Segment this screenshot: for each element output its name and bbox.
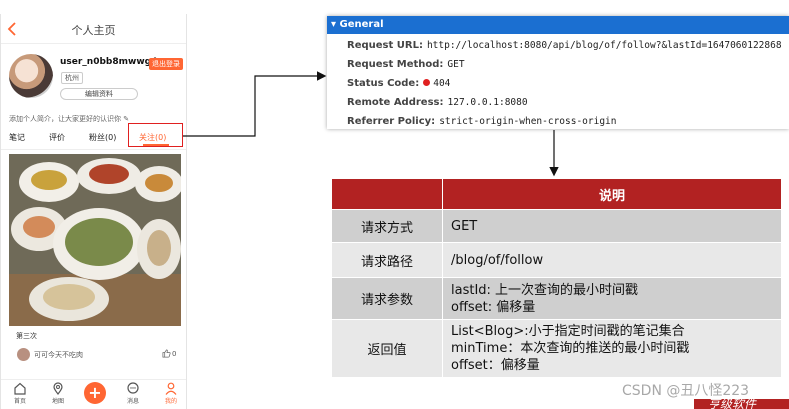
card-title: 第三次 — [16, 332, 37, 340]
user-icon — [165, 382, 177, 395]
tab-notes[interactable]: 笔记 — [9, 133, 25, 142]
request-method-value: GET — [447, 59, 465, 70]
card-author: 可可今天不吃肉 — [34, 351, 83, 359]
active-tab-indicator — [143, 144, 169, 146]
username: user_n0bb8mwwg4 — [60, 57, 158, 67]
remote-address-value: 127.0.0.1:8080 — [447, 97, 528, 108]
row-key: 请求方式 — [331, 209, 443, 243]
corner-banner-text: 亨级软件 — [708, 399, 757, 409]
table-row: 请求路径 /blog/of/follow — [331, 242, 782, 278]
csdn-watermark: CSDN @丑八怪223 — [622, 383, 750, 399]
home-icon — [14, 382, 26, 395]
status-code-key: Status Code: — [347, 78, 420, 89]
referrer-policy-key: Referrer Policy: — [347, 116, 436, 127]
follow-tab-highlight — [128, 123, 183, 147]
nav-me-label: 我的 — [164, 398, 177, 405]
row-key: 返回值 — [331, 319, 443, 378]
request-url-key: Request URL: — [347, 40, 423, 51]
remote-address-key: Remote Address: — [347, 97, 444, 108]
edit-profile-button[interactable]: 编辑资料 — [60, 88, 138, 100]
request-method-key: Request Method: — [347, 59, 444, 70]
value-line: lastId: 上一次查询的最小时间戳 — [451, 282, 639, 298]
remote-address-row: Remote Address:127.0.0.1:8080 — [347, 97, 528, 108]
row-value: /blog/of/follow — [442, 242, 782, 278]
nav-messages-label: 消息 — [126, 398, 139, 405]
table-row: 请求方式 GET — [331, 209, 782, 243]
food-photo — [9, 154, 181, 326]
nav-me[interactable]: 我的 — [156, 382, 186, 405]
nav-home[interactable]: 首页 — [5, 382, 35, 405]
referrer-policy-row: Referrer Policy:strict-origin-when-cross… — [347, 116, 617, 127]
like-count: 0 — [172, 350, 177, 358]
phone-screen: 个人主页 user_n0bb8mwwg4 退出登录 杭州 编辑资料 添加个人简介… — [0, 14, 187, 409]
tab-reviews[interactable]: 评价 — [49, 133, 65, 142]
logout-button[interactable]: 退出登录 — [149, 58, 183, 70]
value-line: offset：偏移量 — [451, 358, 540, 373]
status-code-row: Status Code: 404 — [347, 78, 450, 89]
arrow-to-request — [183, 71, 327, 137]
table-header-row: 说明 — [331, 178, 782, 210]
table-header-title: 说明 — [442, 178, 782, 210]
value-line: minTime：本次查询的推送的最小时间戳 — [451, 341, 690, 356]
nav-map-label: 地图 — [51, 398, 64, 405]
message-icon — [127, 382, 139, 394]
nav-map[interactable]: 地图 — [43, 382, 73, 405]
table-header-empty — [331, 178, 443, 210]
profile-section: user_n0bb8mwwg4 退出登录 杭州 编辑资料 添加个人简介，让大家更… — [1, 44, 186, 126]
author-avatar — [17, 348, 30, 361]
row-key: 请求参数 — [331, 277, 443, 320]
row-value: lastId: 上一次查询的最小时间戳 offset: 偏移量 — [442, 277, 782, 320]
add-button[interactable]: + — [84, 382, 106, 404]
request-url-value: http://localhost:8080/api/blog/of/follow… — [426, 40, 782, 51]
request-method-row: Request Method:GET — [347, 59, 465, 70]
general-section-title: General — [339, 19, 384, 30]
row-value: GET — [442, 209, 782, 243]
value-line: /blog/of/follow — [451, 252, 544, 268]
city-tag: 杭州 — [61, 72, 83, 84]
general-section-header[interactable]: ▾ General — [327, 16, 789, 34]
value-line: offset: 偏移量 — [451, 299, 536, 315]
row-value: List<Blog>:小于指定时间戳的笔记集合 minTime：本次查询的推送的… — [442, 319, 782, 378]
referrer-policy-value: strict-origin-when-cross-origin — [439, 116, 617, 127]
page-title: 个人主页 — [71, 24, 116, 37]
bottom-nav: 首页 地图 + 消息 — [1, 379, 186, 409]
value-line: List<Blog>:小于指定时间戳的笔记集合 — [451, 324, 685, 339]
app-header: 个人主页 — [1, 14, 186, 44]
request-url-row: Request URL:http://localhost:8080/api/bl… — [347, 40, 782, 51]
nav-home-label: 首页 — [13, 398, 26, 405]
tab-follow[interactable]: 关注(0) — [139, 133, 167, 142]
row-key: 请求路径 — [331, 242, 443, 278]
back-arrow-icon[interactable] — [6, 20, 18, 38]
bio-text[interactable]: 添加个人简介，让大家更好的认识你 ✎ — [9, 115, 130, 123]
table-row: 请求参数 lastId: 上一次查询的最小时间戳 offset: 偏移量 — [331, 277, 782, 320]
thumbs-up-icon[interactable] — [162, 349, 171, 358]
feed-card[interactable]: 第三次 可可今天不吃肉 0 — [9, 154, 181, 370]
profile-tabs: 笔记 评价 粉丝(0) 关注(0) — [1, 126, 186, 150]
error-status-icon — [423, 79, 431, 86]
nav-messages[interactable]: 消息 — [118, 382, 148, 405]
avatar[interactable] — [9, 54, 53, 98]
table-row: 返回值 List<Blog>:小于指定时间戳的笔记集合 minTime：本次查询… — [331, 319, 782, 378]
corner-banner: 亨级软件 — [694, 399, 789, 409]
map-pin-icon — [53, 382, 63, 395]
tab-fans[interactable]: 粉丝(0) — [89, 133, 117, 142]
api-description-table: 说明 请求方式 GET 请求路径 /blog/of/follow 请求参数 la… — [331, 178, 782, 378]
status-code-value: 404 — [433, 78, 451, 89]
value-line: GET — [451, 218, 478, 234]
collapse-triangle-icon: ▾ — [331, 19, 337, 30]
network-general-panel: ▾ General Request URL:http://localhost:8… — [327, 16, 789, 129]
